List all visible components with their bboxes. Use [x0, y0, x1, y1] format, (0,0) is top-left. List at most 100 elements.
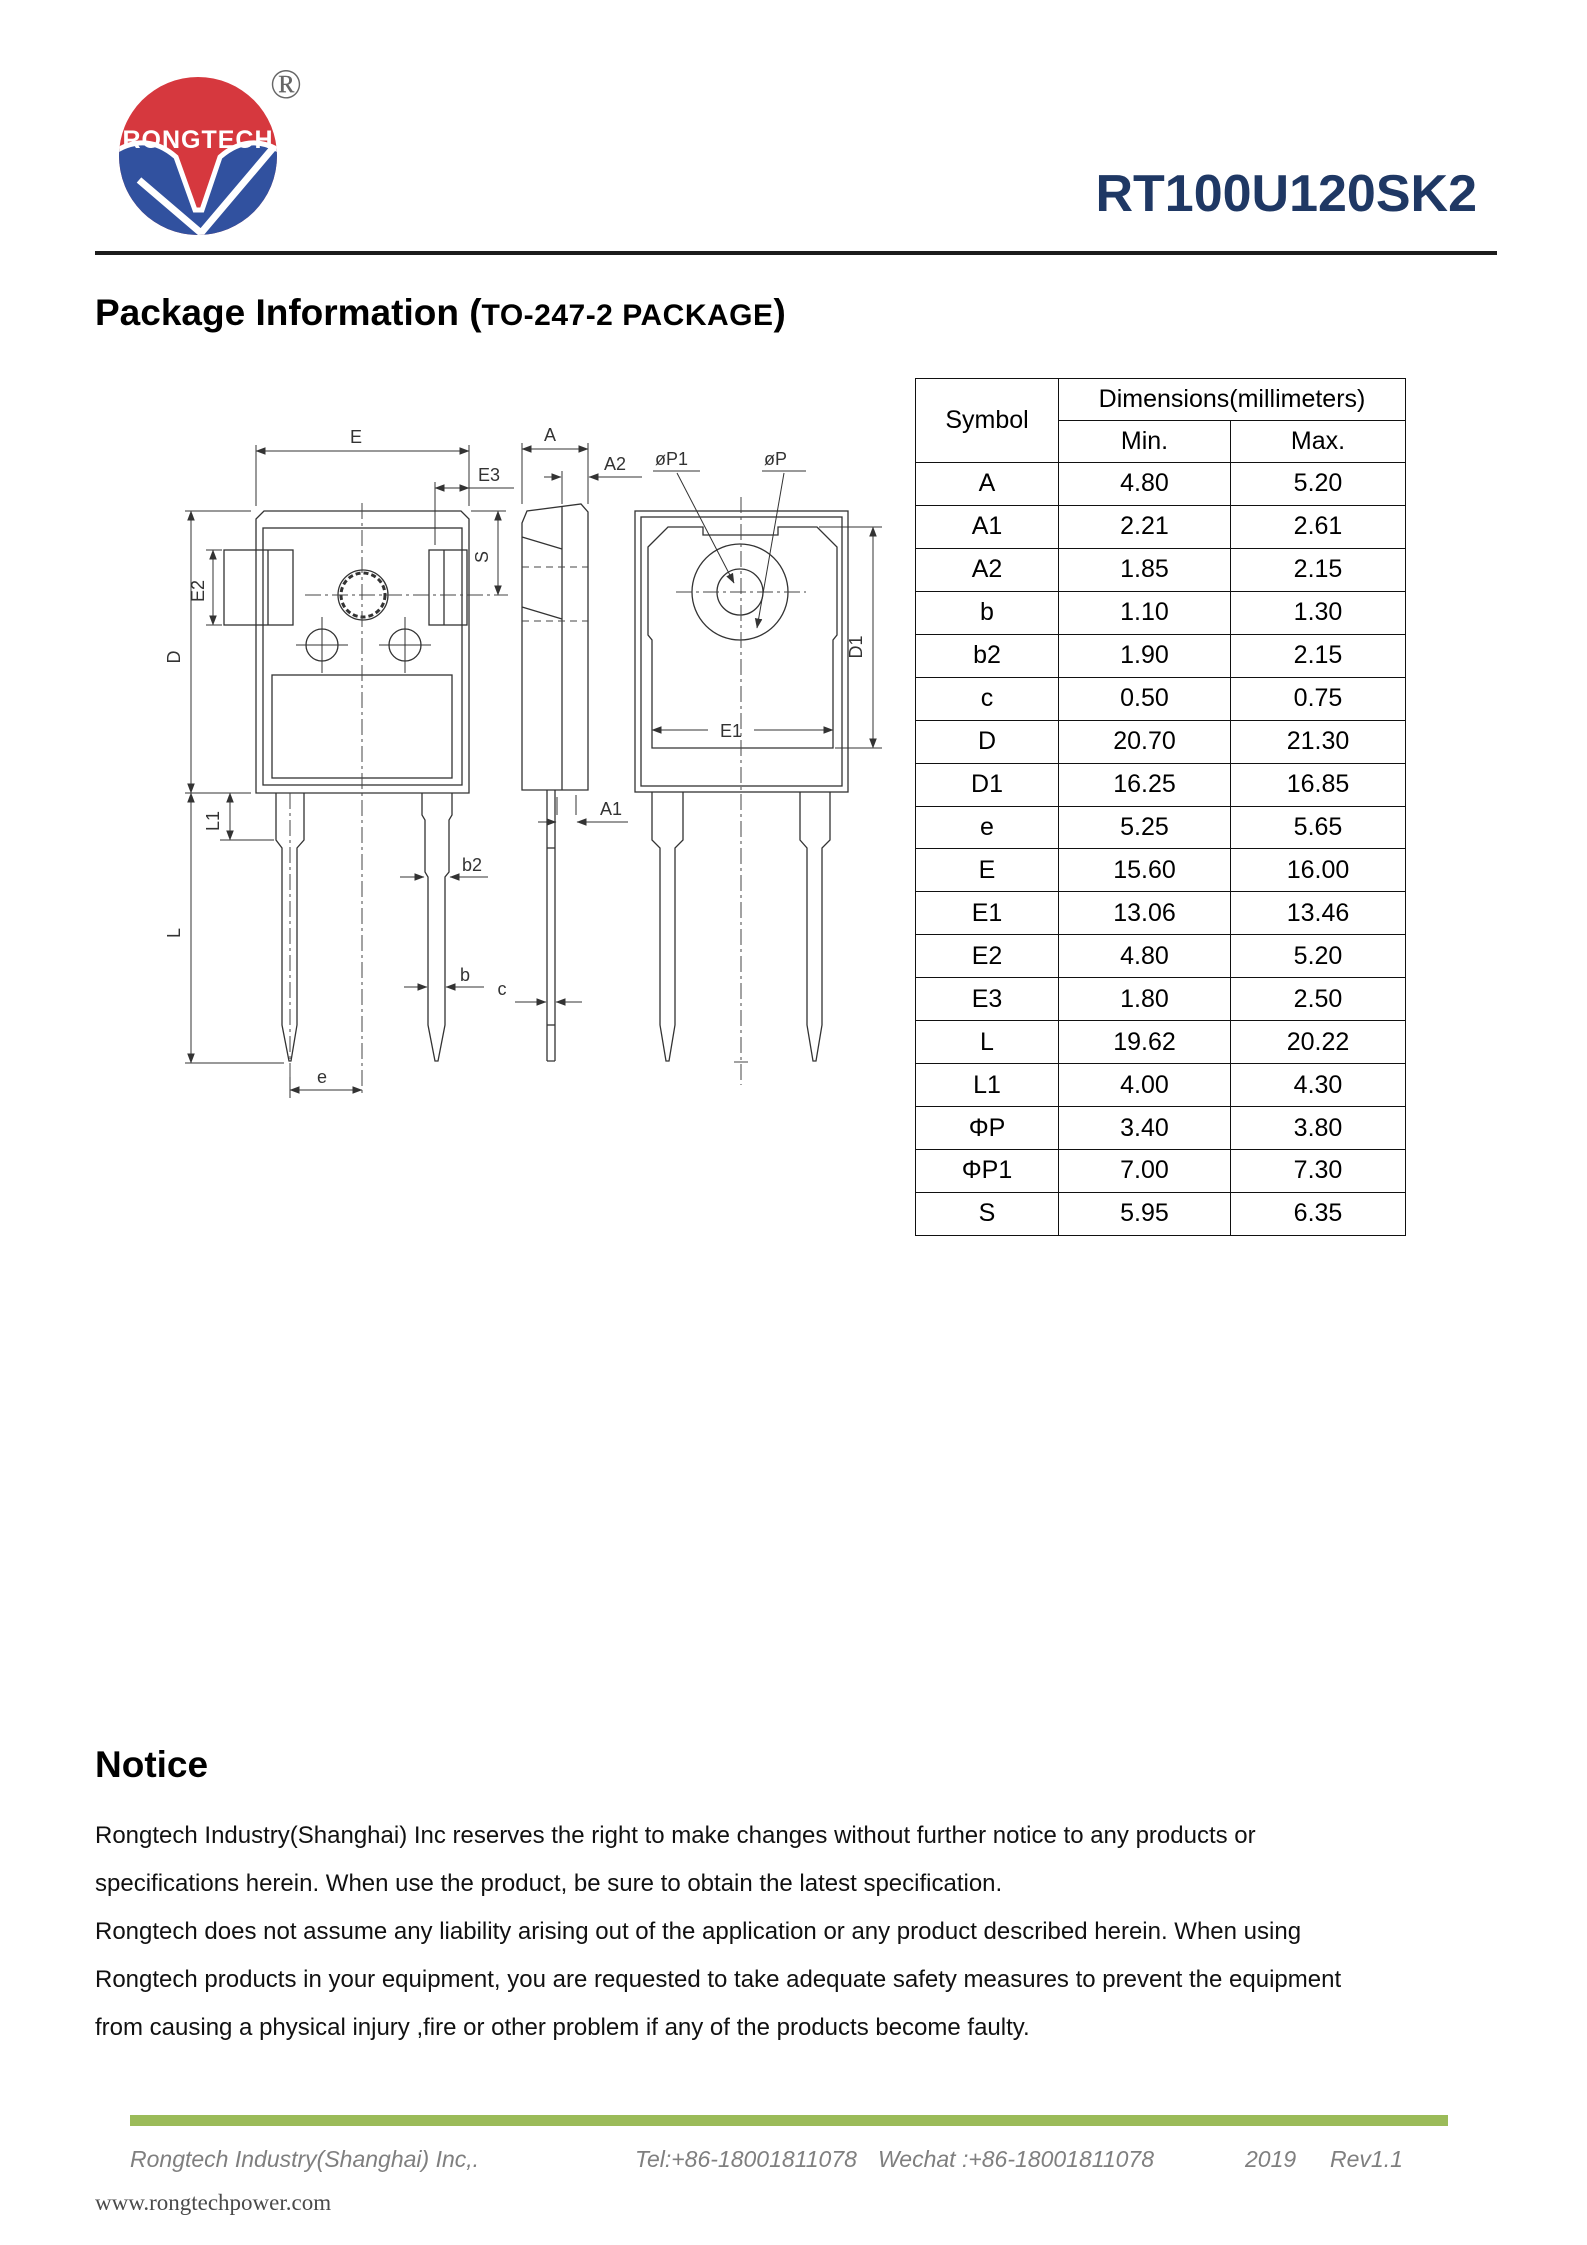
section-title: Package Information (TO-247-2 PACKAGE): [95, 292, 786, 334]
dim-label-A2: A2: [604, 454, 626, 474]
dim-label-b: b: [460, 965, 470, 985]
cell-min: 1.80: [1058, 977, 1231, 1022]
cell-symbol: E3: [915, 977, 1059, 1022]
logo-white-check: [136, 145, 276, 235]
logo-brand-text: RONGTECH: [122, 126, 273, 154]
cell-symbol: A: [915, 462, 1059, 506]
cell-symbol: E1: [915, 891, 1059, 936]
dim-label-A1: A1: [600, 799, 622, 819]
cell-max: 5.65: [1229, 805, 1407, 850]
cell-symbol: L: [915, 1020, 1059, 1065]
col-header-max: Max.: [1229, 420, 1407, 463]
dimension-lines: [185, 443, 882, 1098]
registered-trademark-icon: ®: [270, 62, 302, 108]
dim-label-L: L: [164, 928, 184, 938]
notice-title: Notice: [95, 1744, 209, 1785]
front-view: [223, 510, 470, 1062]
cell-max: 6.35: [1229, 1191, 1407, 1237]
cell-max: 7.30: [1229, 1149, 1407, 1193]
cell-min: 5.95: [1058, 1191, 1231, 1237]
col-header-symbol: Symbol: [915, 378, 1059, 463]
dim-label-E1: E1: [720, 721, 742, 741]
footer-website-link[interactable]: www.rongtechpower.com: [95, 2190, 332, 2215]
dim-label-E: E: [350, 427, 362, 447]
cell-symbol: S: [915, 1191, 1059, 1237]
col-header-dimensions: Dimensions(millimeters): [1057, 378, 1407, 421]
centerlines: [289, 497, 806, 1097]
dim-label-D1: D1: [846, 635, 866, 658]
notice-line: specifications herein. When use the prod…: [95, 1870, 1003, 1897]
cell-min: 13.06: [1058, 891, 1231, 936]
footer-wechat: Wechat :+86-18001811078: [878, 2146, 1155, 2172]
header-divider: [95, 251, 1497, 255]
cell-min: 1.85: [1058, 547, 1231, 592]
cell-max: 16.00: [1229, 848, 1407, 893]
cell-symbol: D1: [915, 762, 1059, 807]
package-drawing: E E3 D E2 S L1 L b2 b e A A2 A1 c øP1 øP…: [164, 425, 882, 1098]
cell-max: 3.80: [1229, 1106, 1407, 1150]
cell-symbol: ΦP: [915, 1106, 1059, 1150]
cell-min: 15.60: [1058, 848, 1231, 893]
cell-symbol: E2: [915, 934, 1059, 979]
notice-line: Rongtech does not assume any liability a…: [95, 1918, 1302, 1945]
dim-label-E3: E3: [478, 465, 500, 485]
cell-max: 2.15: [1229, 547, 1407, 592]
cell-symbol: b2: [915, 633, 1059, 678]
cell-min: 4.00: [1058, 1063, 1231, 1108]
cell-max: 21.30: [1229, 719, 1407, 764]
cell-max: 13.46: [1229, 891, 1407, 936]
cell-max: 2.61: [1229, 504, 1407, 549]
cell-min: 5.25: [1058, 805, 1231, 850]
back-view: [634, 510, 849, 1062]
footer-revision: Rev1.1: [1330, 2146, 1403, 2172]
cell-max: 5.20: [1229, 934, 1407, 979]
footer-company: Rongtech Industry(Shanghai) Inc,.: [130, 2146, 480, 2172]
cell-symbol: c: [915, 676, 1059, 721]
dim-label-E2: E2: [188, 580, 208, 602]
dim-label-L1: L1: [203, 811, 223, 831]
cell-min: 20.70: [1058, 719, 1231, 764]
cell-max: 2.50: [1229, 977, 1407, 1022]
notice-line: Rongtech products in your equipment, you…: [95, 1966, 1342, 1993]
logo-blue-wave: [119, 140, 277, 235]
footer-year: 2019: [1245, 2146, 1297, 2172]
notice-body: Rongtech Industry(Shanghai) Inc reserves…: [95, 1812, 1515, 2052]
cell-min: 2.21: [1058, 504, 1231, 549]
rongtech-logo-icon: RONGTECH ®: [119, 62, 302, 235]
dim-label-c: c: [498, 979, 507, 999]
cell-max: 0.75: [1229, 676, 1407, 721]
section-title-package: TO-247-2 PACKAGE: [481, 299, 774, 332]
section-title-main: Package Information (: [95, 292, 482, 333]
cell-symbol: D: [915, 719, 1059, 764]
footer-accent-bar: [130, 2115, 1448, 2126]
cell-max: 1.30: [1229, 590, 1407, 635]
cell-min: 19.62: [1058, 1020, 1231, 1065]
dim-label-P1: øP1: [655, 449, 688, 469]
dimensions-table: Symbol Dimensions(millimeters) Min. Max.…: [915, 378, 1407, 1237]
dim-label-A: A: [544, 425, 556, 445]
dim-label-b2: b2: [462, 855, 482, 875]
dimension-labels: E E3 D E2 S L1 L b2 b e A A2 A1 c øP1 øP…: [164, 425, 866, 1087]
cell-min: 7.00: [1058, 1149, 1231, 1193]
cell-max: 2.15: [1229, 633, 1407, 678]
cell-min: 1.10: [1058, 590, 1231, 635]
cell-min: 0.50: [1058, 676, 1231, 721]
footer-tel: Tel:+86-18001811078: [635, 2146, 857, 2172]
part-number-title: RT100U120SK2: [1095, 165, 1477, 223]
section-title-close: ): [773, 292, 786, 333]
cell-symbol: E: [915, 848, 1059, 893]
cell-symbol: e: [915, 805, 1059, 850]
cell-min: 4.80: [1058, 462, 1231, 506]
cell-max: 5.20: [1229, 462, 1407, 506]
